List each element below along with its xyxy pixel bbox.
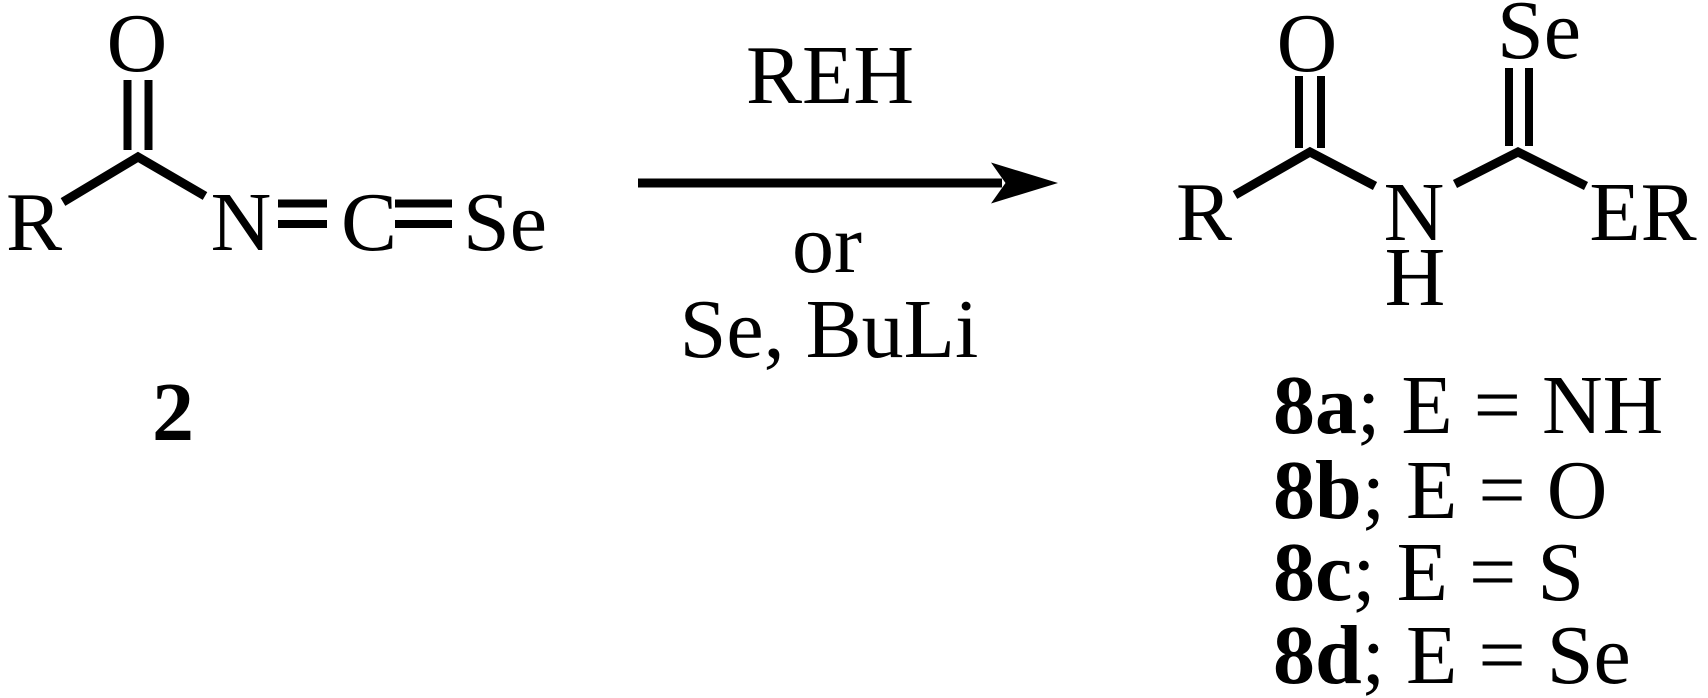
product-r-label: R (1176, 166, 1232, 259)
variant-def-8b: ; E = O (1362, 444, 1608, 537)
reactant-n-label: N (211, 176, 272, 269)
variant-id-8b: 8b (1273, 444, 1362, 537)
product-n-label: N (1384, 166, 1445, 259)
condition-above-arrow: REH (746, 29, 914, 122)
variant-id-8a: 8a (1273, 359, 1357, 452)
variant-def-8d: ; E = Se (1362, 609, 1631, 698)
product-variant-list: 8a; E = NH 8b; E = O 8c; E = S 8d; E = S… (1273, 359, 1663, 698)
reaction-conditions: REH or Se, BuLi (638, 29, 1058, 376)
variant-line-8d: 8d; E = Se (1273, 609, 1631, 698)
product-se-label: Se (1497, 0, 1581, 77)
reactant-o-label: O (107, 0, 168, 90)
condition-or-text: or (792, 198, 862, 291)
product-left-skeleton-bond (1232, 146, 1378, 199)
variant-def-8a: ; E = NH (1357, 359, 1663, 452)
reactant-skeleton-bond (60, 151, 208, 206)
variant-line-8a: 8a; E = NH (1273, 359, 1663, 452)
reactant-structure: O R N C Se 2 (6, 0, 547, 459)
reactant-r-label: R (6, 176, 62, 269)
reactant-compound-number: 2 (152, 366, 194, 459)
reaction-arrow-head (991, 162, 1058, 204)
product-er-label: ER (1589, 166, 1696, 259)
variant-id-8c: 8c (1273, 526, 1352, 619)
condition-below-arrow: Se, BuLi (680, 283, 979, 376)
variant-line-8c: 8c; E = S (1273, 526, 1584, 619)
product-right-skeleton-bond (1452, 146, 1589, 191)
variant-def-8c: ; E = S (1352, 526, 1584, 619)
reactant-c-label: C (341, 176, 397, 269)
product-o-label: O (1277, 0, 1338, 90)
variant-line-8b: 8b; E = O (1273, 444, 1607, 537)
reactant-se-label: Se (463, 176, 547, 269)
variant-id-8d: 8d (1273, 609, 1362, 698)
product-h-label: H (1385, 231, 1446, 324)
product-structure: O Se R N H ER (1176, 0, 1697, 324)
